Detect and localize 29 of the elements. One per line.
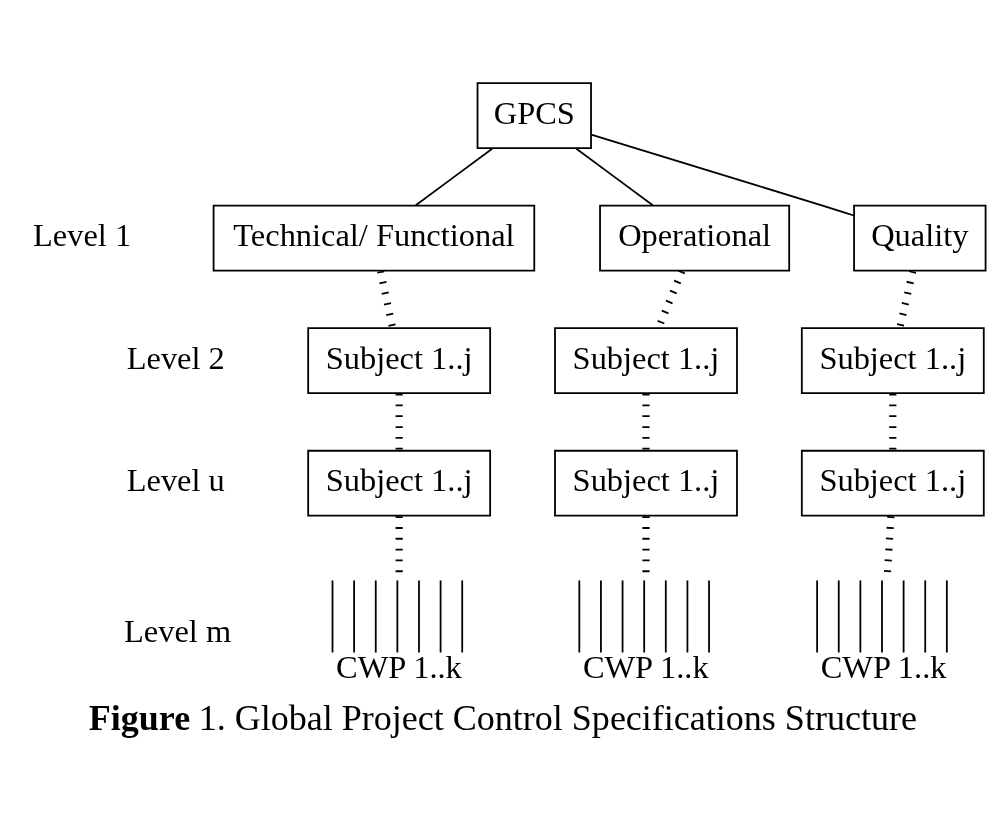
node-box: Technical/ Functional [212, 204, 536, 271]
connector [575, 147, 654, 206]
connector [642, 393, 650, 450]
node-text: CWP 1..k [582, 648, 709, 685]
node-box: Subject 1..j [800, 326, 985, 394]
node-box: Subject 1..j [554, 449, 738, 516]
node-box: GPCS [476, 81, 592, 149]
connector [642, 515, 650, 573]
node-text: CWP 1..k [336, 648, 462, 685]
connector [414, 147, 494, 206]
node-box: Quality [853, 204, 987, 271]
connector [896, 269, 917, 328]
label: Level 1 [33, 216, 132, 253]
connector [889, 393, 897, 450]
connector [395, 393, 403, 450]
connector [590, 133, 855, 216]
connector [883, 515, 895, 573]
label: Level u [126, 461, 225, 498]
node-box: Subject 1..j [307, 326, 492, 394]
node-text: CWP 1..k [820, 648, 947, 685]
node-box: Subject 1..j [800, 449, 985, 516]
label: Level 2 [126, 339, 225, 376]
caption: Figure 1. Global Project Control Specifications Structure [88, 697, 917, 738]
node-box: Operational [599, 204, 791, 271]
node-box: Subject 1..j [307, 449, 492, 516]
node-box: Subject 1..j [554, 326, 738, 394]
connector [395, 515, 403, 573]
label: Level m [124, 612, 232, 649]
connector [377, 269, 396, 328]
